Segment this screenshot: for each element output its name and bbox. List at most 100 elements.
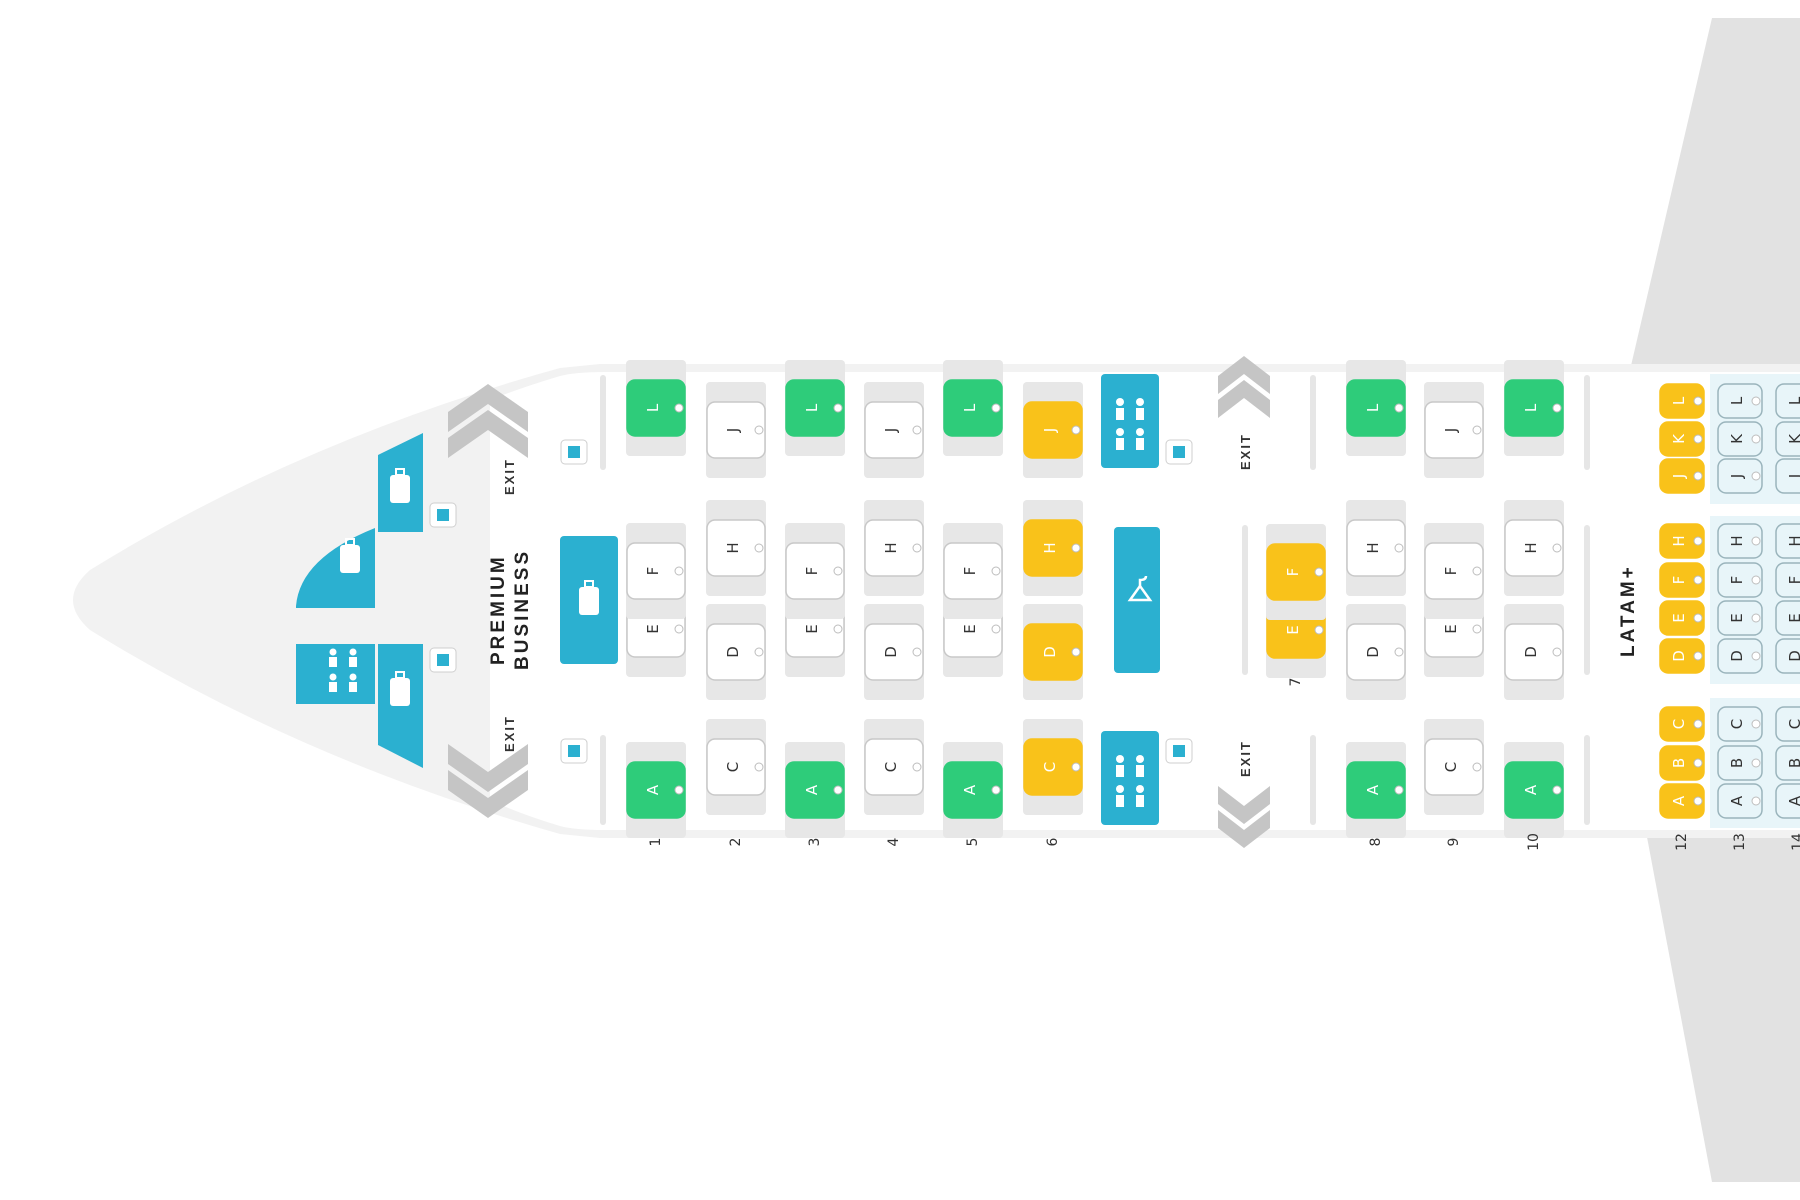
seat-letter: E	[1670, 613, 1688, 622]
seat-12A[interactable]: A	[1659, 783, 1705, 819]
seat-letter: L	[1670, 396, 1688, 405]
seat-2J[interactable]: J	[706, 382, 766, 478]
seat-2H[interactable]: H	[706, 500, 766, 596]
seat-letter: C	[1670, 719, 1688, 729]
seat-armrest	[754, 425, 764, 435]
seat-14L[interactable]: L	[1775, 383, 1800, 419]
seat-14B[interactable]: B	[1775, 745, 1800, 781]
seat-13C[interactable]: C	[1717, 706, 1763, 742]
seat-8D[interactable]: D	[1346, 604, 1406, 700]
seat-9C[interactable]: C	[1424, 719, 1484, 815]
seat-6J[interactable]: J	[1023, 382, 1083, 478]
seat-13F[interactable]: F	[1717, 562, 1763, 598]
seat-armrest	[1751, 796, 1761, 806]
seat-13D[interactable]: D	[1717, 638, 1763, 674]
seat-4D[interactable]: D	[864, 604, 924, 700]
seat-14C[interactable]: C	[1775, 706, 1800, 742]
seat-14D[interactable]: D	[1775, 638, 1800, 674]
seat-10D[interactable]: D	[1504, 604, 1564, 700]
seat-3L[interactable]: L	[785, 360, 845, 456]
seat-12D[interactable]: D	[1659, 638, 1705, 674]
seat-5A[interactable]: A	[943, 742, 1003, 838]
seat-9F[interactable]: F	[1424, 523, 1484, 619]
seat-letter: H	[1670, 535, 1688, 546]
seat-13B[interactable]: B	[1717, 745, 1763, 781]
seat-10A[interactable]: A	[1504, 742, 1564, 838]
seat-13K[interactable]: K	[1717, 421, 1763, 457]
seat-armrest	[1552, 543, 1562, 553]
seat-14J[interactable]: J	[1775, 458, 1800, 494]
seat-shape	[1775, 783, 1800, 819]
row-number: 10	[1526, 833, 1542, 851]
seat-12B[interactable]: B	[1659, 745, 1705, 781]
seat-12E[interactable]: E	[1659, 600, 1705, 636]
seat-armrest	[1751, 536, 1761, 546]
seat-armrest	[833, 785, 843, 795]
seat-5L[interactable]: L	[943, 360, 1003, 456]
seat-shape	[1659, 706, 1705, 742]
seat-shape	[706, 401, 766, 459]
seat-armrest	[1751, 396, 1761, 406]
seat-14H[interactable]: H	[1775, 523, 1800, 559]
seat-armrest	[833, 624, 843, 634]
seat-14F[interactable]: F	[1775, 562, 1800, 598]
seat-shape	[785, 542, 845, 600]
seat-4H[interactable]: H	[864, 500, 924, 596]
seat-letter: J	[882, 428, 900, 433]
seat-10L[interactable]: L	[1504, 360, 1564, 456]
seat-2D[interactable]: D	[706, 604, 766, 700]
seat-6H[interactable]: H	[1023, 500, 1083, 596]
seat-4C[interactable]: C	[864, 719, 924, 815]
seat-1A[interactable]: A	[626, 742, 686, 838]
seat-6C[interactable]: C	[1023, 719, 1083, 815]
seat-shape	[1775, 458, 1800, 494]
seat-12J[interactable]: J	[1659, 458, 1705, 494]
seat-8H[interactable]: H	[1346, 500, 1406, 596]
seat-shape	[1717, 600, 1763, 636]
seat-3A[interactable]: A	[785, 742, 845, 838]
seat-shape	[1346, 519, 1406, 577]
seat-12K[interactable]: K	[1659, 421, 1705, 457]
seat-5F[interactable]: F	[943, 523, 1003, 619]
seat-letter: C	[1728, 719, 1746, 729]
seat-13A[interactable]: A	[1717, 783, 1763, 819]
seat-letter: C	[1041, 762, 1059, 772]
seat-14A[interactable]: A	[1775, 783, 1800, 819]
seat-12L[interactable]: L	[1659, 383, 1705, 419]
seat-shape	[1775, 383, 1800, 419]
seat-4J[interactable]: J	[864, 382, 924, 478]
seat-10H[interactable]: H	[1504, 500, 1564, 596]
seat-letter: H	[1041, 542, 1059, 553]
seat-7F[interactable]: F	[1266, 524, 1326, 620]
seat-12H[interactable]: H	[1659, 523, 1705, 559]
seat-12C[interactable]: C	[1659, 706, 1705, 742]
row-number: 8	[1368, 838, 1384, 847]
seat-12F[interactable]: F	[1659, 562, 1705, 598]
seat-letter: L	[1786, 396, 1800, 405]
seat-shape	[1775, 600, 1800, 636]
seat-8A[interactable]: A	[1346, 742, 1406, 838]
seat-letter: H	[724, 542, 742, 553]
seat-armrest	[754, 543, 764, 553]
seat-14K[interactable]: K	[1775, 421, 1800, 457]
seat-1L[interactable]: L	[626, 360, 686, 456]
seat-13L[interactable]: L	[1717, 383, 1763, 419]
seat-13H[interactable]: H	[1717, 523, 1763, 559]
seat-2C[interactable]: C	[706, 719, 766, 815]
seat-8L[interactable]: L	[1346, 360, 1406, 456]
seat-13J[interactable]: J	[1717, 458, 1763, 494]
seat-9J[interactable]: J	[1424, 382, 1484, 478]
seat-3F[interactable]: F	[785, 523, 845, 619]
seat-letter: D	[1364, 646, 1382, 658]
seat-shape	[1717, 745, 1763, 781]
seat-shape	[1504, 379, 1564, 437]
seat-6D[interactable]: D	[1023, 604, 1083, 700]
seat-letter: B	[1786, 758, 1800, 768]
cabin-dividers	[600, 375, 1590, 825]
seat-14E[interactable]: E	[1775, 600, 1800, 636]
seat-13E[interactable]: E	[1717, 600, 1763, 636]
seat-1F[interactable]: F	[626, 523, 686, 619]
seat-letter: C	[1442, 762, 1460, 772]
seat-armrest	[1071, 543, 1081, 553]
